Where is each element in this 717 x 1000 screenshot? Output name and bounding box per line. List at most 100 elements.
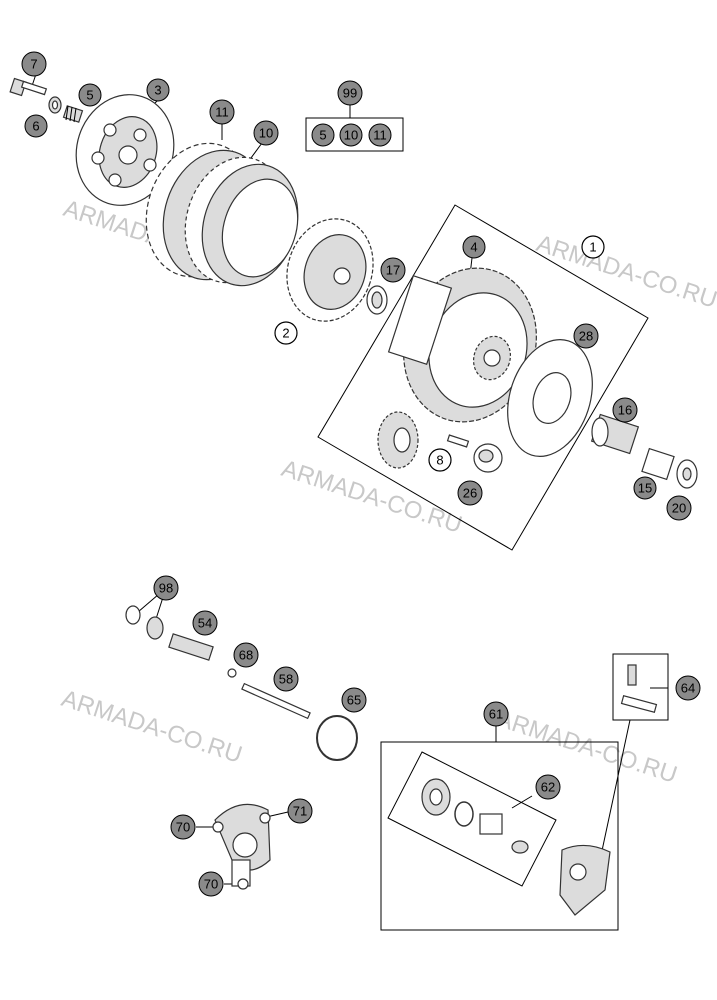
kit-box-99 (305, 117, 404, 152)
callout-c11: 11 (209, 99, 235, 125)
callout-c99: 99 (337, 80, 363, 106)
spacer-bush (641, 447, 675, 481)
bolt (9, 77, 48, 97)
callout-circle (581, 235, 605, 259)
callout-c3: 3 (146, 78, 170, 102)
callout-circle (535, 774, 561, 800)
callout-label: 99 (343, 86, 357, 101)
callout-label: 4 (470, 240, 477, 255)
callout-circle (337, 80, 363, 106)
callout-label: 62 (541, 780, 555, 795)
callout-label: 64 (681, 681, 695, 696)
callout-circle (146, 78, 170, 102)
watermark-5: ARMADA-CO.RU (493, 705, 680, 789)
callout-c1: 1 (581, 235, 605, 259)
callout-label: 20 (672, 501, 686, 516)
callout-label: 2 (282, 326, 289, 341)
callout-c99-5: 5 (311, 123, 335, 147)
callout-label: 68 (239, 648, 253, 663)
pressure-plate (75, 94, 175, 206)
callout-label: 10 (259, 126, 273, 141)
callout-circle (380, 257, 406, 283)
primary-gear (377, 411, 419, 469)
callout-circle (170, 814, 196, 840)
callout-label: 17 (386, 263, 400, 278)
callout-c64: 64 (675, 675, 701, 701)
callout-circle (287, 798, 313, 824)
callout-c15: 15 (633, 476, 657, 500)
thrust-washer (366, 285, 388, 315)
washer (48, 96, 62, 114)
watermark-2: ARMADA-CO.RU (533, 230, 717, 314)
callout-c61: 61 (483, 701, 509, 727)
callout-circle (274, 321, 298, 345)
callout-circle (633, 476, 657, 500)
master-cylinder (559, 844, 611, 916)
callout-circle (24, 114, 48, 138)
callout-circle (573, 323, 599, 349)
callout-label: 5 (86, 88, 93, 103)
callout-c26: 26 (457, 480, 483, 506)
callout-circle (253, 120, 279, 146)
callout-circle (311, 123, 335, 147)
callout-circle (339, 123, 363, 147)
group-box-61 (380, 741, 619, 931)
callout-circle (368, 123, 392, 147)
callout-label: 3 (154, 83, 161, 98)
callout-circle (153, 575, 179, 601)
callout-circle (457, 480, 483, 506)
group-box-1 (317, 204, 649, 551)
callout-circle (341, 687, 367, 713)
callout-label: 98 (159, 581, 173, 596)
callout-label: 70 (176, 820, 190, 835)
steel-ball (227, 668, 237, 678)
callout-circle (198, 871, 224, 897)
callout-c4: 4 (462, 235, 486, 259)
callout-circle (233, 642, 259, 668)
callout-c62: 62 (535, 774, 561, 800)
watermark-4: ARMADA-CO.RU (58, 685, 245, 769)
group-box-64 (612, 653, 669, 721)
callout-label: 8 (436, 453, 443, 468)
callout-c99-10: 10 (339, 123, 363, 147)
callout-c54: 54 (192, 610, 218, 636)
spring (62, 105, 84, 123)
callout-c8: 8 (428, 448, 452, 472)
spring-plate (507, 339, 593, 457)
callout-circle (666, 495, 692, 521)
clutch-disc-stack (145, 142, 299, 287)
bush (473, 443, 503, 473)
slave-cylinder-housing (212, 803, 271, 890)
callout-label: 65 (347, 693, 361, 708)
pushrod (241, 682, 311, 720)
piston-kit (421, 778, 529, 854)
callout-circle (483, 701, 509, 727)
callout-circle (612, 397, 638, 423)
callout-c7: 7 (21, 51, 47, 77)
callout-c20: 20 (666, 495, 692, 521)
callout-label: 26 (463, 486, 477, 501)
callout-label: 5 (319, 128, 326, 143)
callout-label: 1 (589, 240, 596, 255)
callout-circle (428, 448, 452, 472)
callout-circle (192, 610, 218, 636)
callout-c70b: 70 (198, 871, 224, 897)
clutch-basket (387, 267, 537, 423)
callout-label: 28 (579, 329, 593, 344)
callout-circle (21, 51, 47, 77)
callout-c6: 6 (24, 114, 48, 138)
bleeder-fitting (620, 664, 658, 713)
callout-circle (462, 235, 486, 259)
callout-c99-11: 11 (368, 123, 392, 147)
callout-label: 7 (30, 57, 37, 72)
callout-circle (675, 675, 701, 701)
callout-label: 6 (32, 119, 39, 134)
callout-c71: 71 (287, 798, 313, 824)
group-box-62 (387, 751, 557, 887)
callout-c28: 28 (573, 323, 599, 349)
pin (446, 434, 470, 448)
callout-circle (209, 99, 235, 125)
inner-clutch-hub (286, 218, 374, 322)
callout-c5a: 5 (78, 83, 102, 107)
